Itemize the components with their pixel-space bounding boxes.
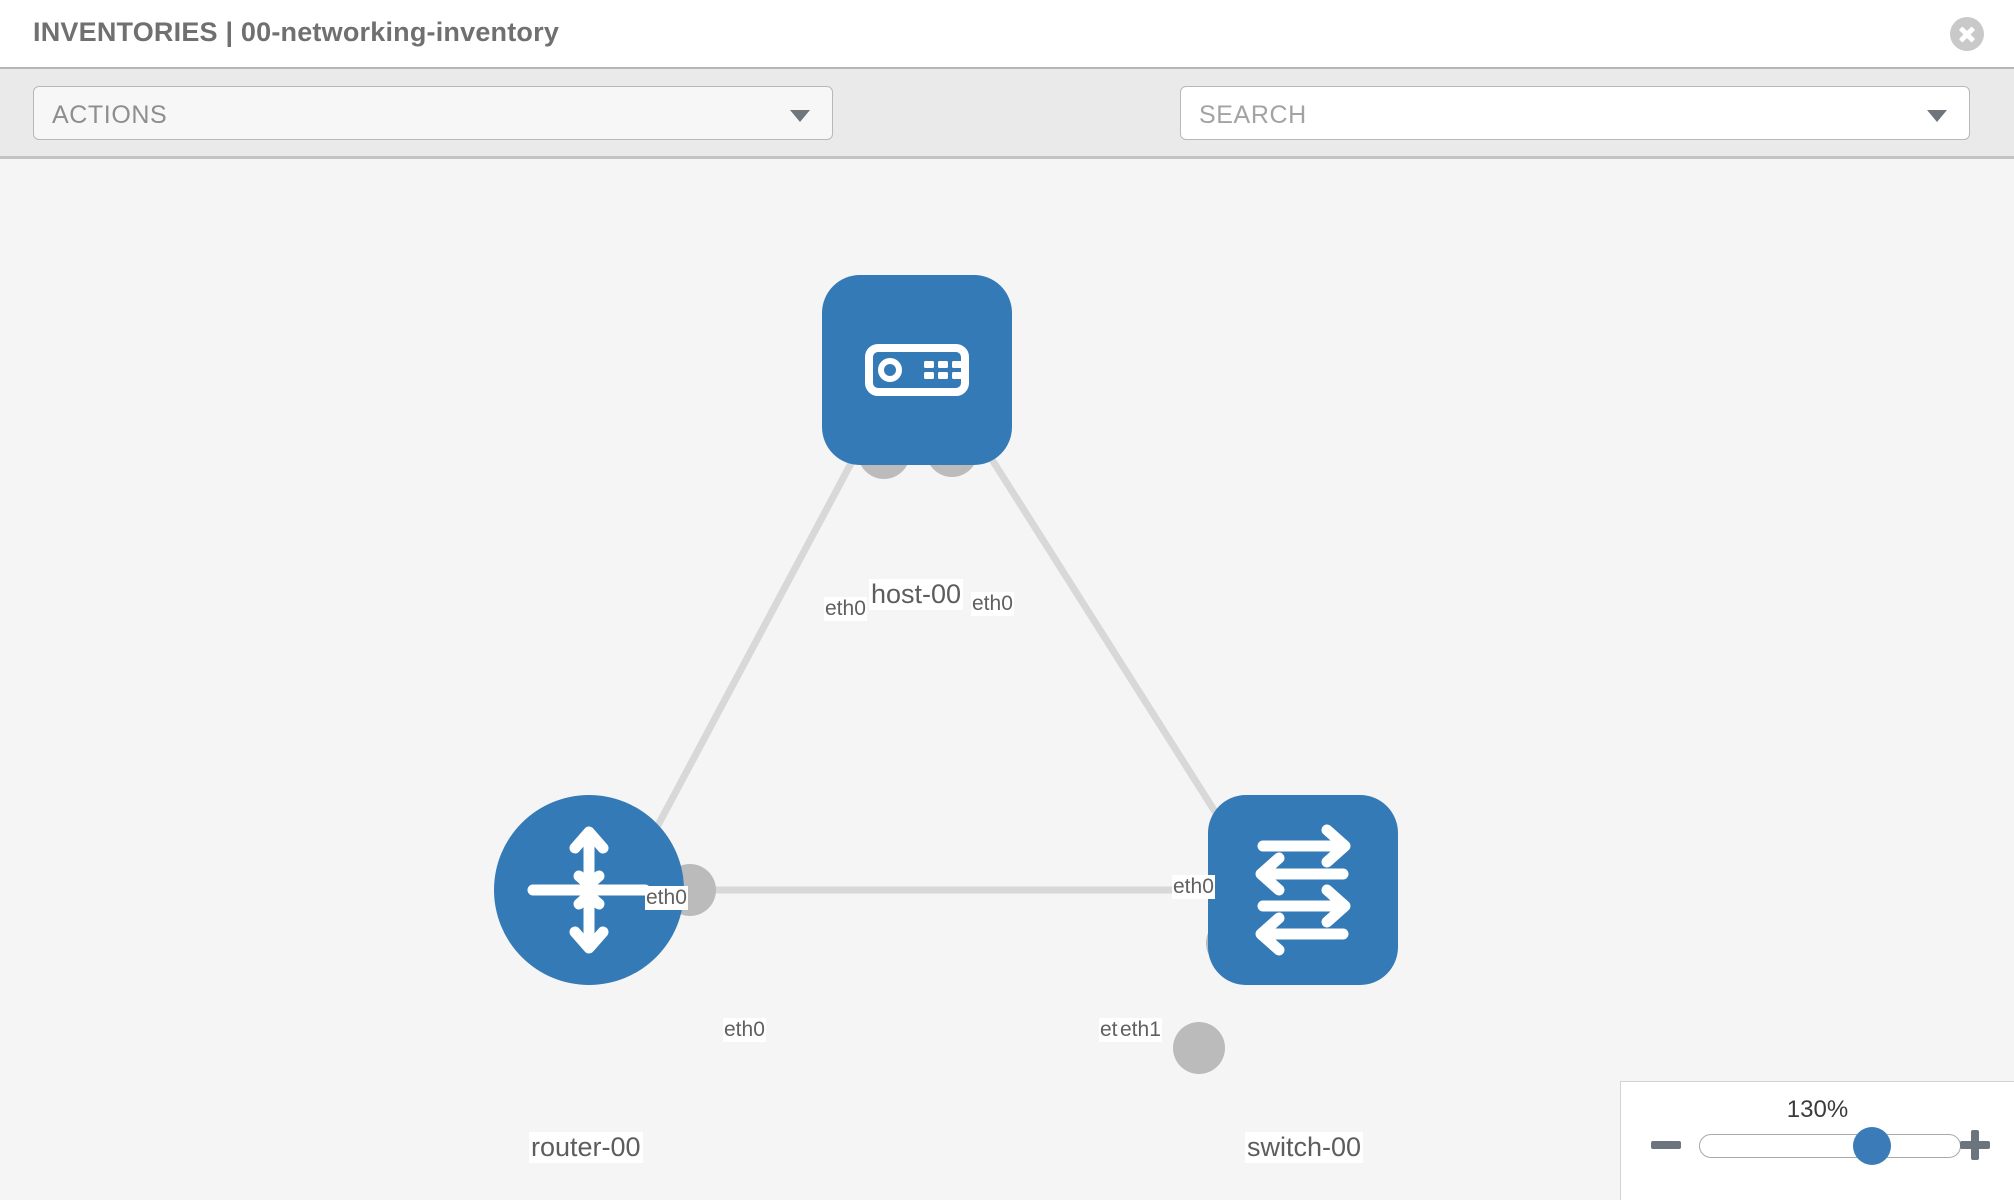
chevron-down-icon: [790, 110, 810, 122]
page-header: INVENTORIES | 00-networking-inventory: [0, 0, 2014, 69]
zoom-percent-label: 130%: [1786, 1096, 1849, 1123]
topology-graph: [494, 275, 1398, 1074]
toolbar: ACTIONS SEARCH: [0, 69, 2014, 202]
iface-label-router-uplink: eth0: [645, 886, 688, 910]
search-input[interactable]: SEARCH: [1180, 86, 1970, 140]
actions-dropdown[interactable]: ACTIONS: [33, 86, 833, 140]
link-host-switch[interactable]: [957, 407, 1248, 861]
node-router-00[interactable]: [494, 795, 684, 985]
port-group: [664, 425, 1258, 1074]
zoom-slider-track[interactable]: [1699, 1134, 1961, 1158]
actions-dropdown-label: ACTIONS: [52, 101, 168, 129]
iface-label-router-eth0: eth0: [723, 1018, 766, 1042]
plus-icon[interactable]: [1958, 1128, 1992, 1162]
topology-canvas[interactable]: host-00 router-00 switch-00 eth0 eth0 et…: [0, 159, 2014, 1200]
link-host-router[interactable]: [636, 407, 884, 861]
iface-label-host-left: eth0: [824, 597, 867, 621]
zoom-slider-thumb[interactable]: [1853, 1127, 1891, 1165]
zoom-control-panel: 130%: [1620, 1081, 2014, 1200]
iface-label-switch-eth1: eth1: [1119, 1018, 1162, 1042]
page-title: INVENTORIES | 00-networking-inventory: [33, 17, 560, 47]
plus-icon-bar-vertical: [1971, 1130, 1979, 1160]
node-host-00[interactable]: [822, 275, 1012, 465]
close-icon[interactable]: [1950, 17, 1984, 51]
node-label-host-00: host-00: [869, 579, 964, 610]
minus-icon-bar: [1651, 1141, 1681, 1149]
chevron-down-icon[interactable]: [1927, 110, 1947, 122]
search-placeholder: SEARCH: [1199, 101, 1307, 129]
link-group: [636, 407, 1248, 894]
node-switch-00[interactable]: [1208, 795, 1398, 985]
iface-label-host-right: eth0: [971, 592, 1014, 616]
node-label-router-00: router-00: [529, 1132, 643, 1163]
minus-icon[interactable]: [1649, 1128, 1683, 1162]
node-label-switch-00: switch-00: [1245, 1132, 1364, 1163]
iface-label-switch-uplink: eth0: [1172, 875, 1215, 899]
port-switch-left[interactable]: [1173, 1022, 1225, 1074]
